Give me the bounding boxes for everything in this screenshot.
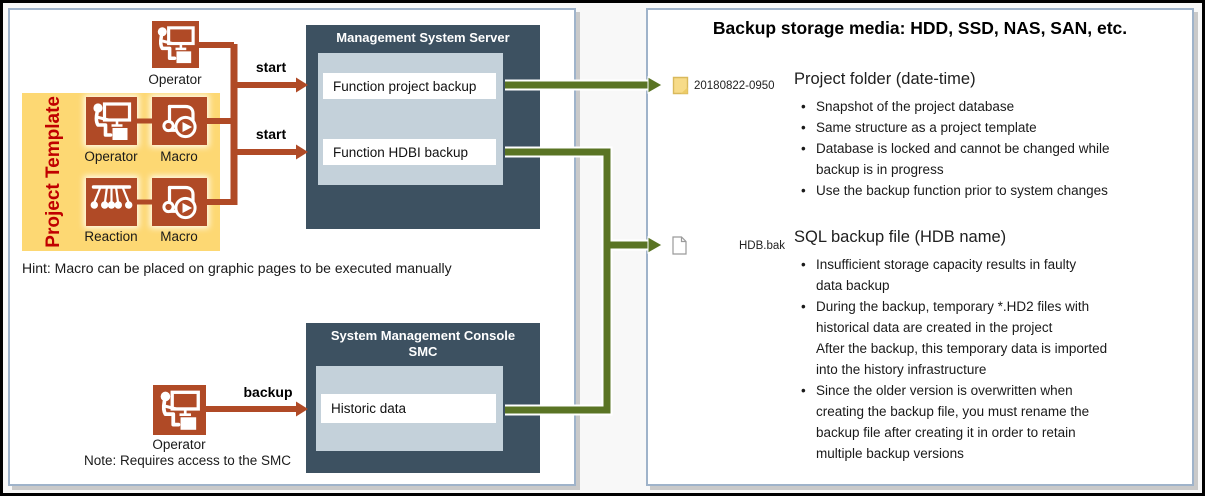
bullet-item: Since the older version is overwritten w… bbox=[797, 380, 1193, 464]
smc-box: System Management Console SMC Historic d… bbox=[306, 323, 540, 473]
bullet-item: Snapshot of the project database bbox=[797, 96, 1193, 117]
server-title: Management System Server bbox=[336, 30, 510, 45]
template-macro2-label: Macro bbox=[160, 229, 198, 244]
smc-access-note: Note: Requires access to the SMC bbox=[83, 453, 292, 468]
bullet-item: Insufficient storage capacity results in… bbox=[797, 254, 1193, 296]
macro-icon bbox=[152, 97, 207, 145]
reaction-icon bbox=[86, 178, 137, 226]
backup-file-name-label: HDB.bak bbox=[739, 240, 786, 252]
diagram-panel: Operator start start Project Template Op… bbox=[8, 8, 576, 486]
start-label-2: start bbox=[255, 126, 287, 142]
sql-backup-bullets: Insufficient storage capacity results in… bbox=[797, 254, 1193, 464]
template-macro-label: Macro bbox=[160, 149, 198, 164]
info-panel: Backup storage media: HDD, SSD, NAS, SAN… bbox=[646, 8, 1194, 486]
bullet-item: Use the backup function prior to system … bbox=[797, 180, 1193, 201]
operator-icon bbox=[152, 21, 199, 68]
info-panel-title: Backup storage media: HDD, SSD, NAS, SAN… bbox=[712, 18, 1128, 38]
operator-icon bbox=[86, 97, 137, 145]
bullet-item: Same structure as a project template bbox=[797, 117, 1193, 138]
project-folder-bullets: Snapshot of the project database Same st… bbox=[797, 96, 1193, 201]
hint-text: Hint: Macro can be placed on graphic pag… bbox=[22, 260, 452, 276]
management-system-server-box: Management System Server Function projec… bbox=[306, 25, 540, 229]
folder-name-label: 20180822-0950 bbox=[694, 80, 775, 92]
historic-data-box: Historic data bbox=[321, 394, 496, 423]
project-folder-heading: Project folder (date-time) bbox=[794, 70, 976, 88]
sql-backup-heading: SQL backup file (HDB name) bbox=[794, 228, 1007, 246]
smc-title-line2: SMC bbox=[408, 344, 438, 359]
macro-icon bbox=[152, 178, 207, 226]
folder-icon bbox=[672, 76, 689, 95]
project-template-title: Project Template bbox=[43, 96, 64, 248]
operator-icon bbox=[153, 385, 206, 435]
start-label-1: start bbox=[255, 59, 287, 75]
function-hdbi-backup-box: Function HDBI backup bbox=[323, 139, 496, 165]
file-icon bbox=[672, 236, 687, 255]
bullet-item: During the backup, temporary *.HD2 files… bbox=[797, 296, 1193, 380]
operator-label: Operator bbox=[148, 72, 202, 87]
function-project-backup-box: Function project backup bbox=[323, 73, 496, 99]
template-operator-label: Operator bbox=[84, 149, 138, 164]
template-reaction-label: Reaction bbox=[84, 229, 138, 244]
operator-label: Operator bbox=[152, 437, 206, 452]
bullet-item: Database is locked and cannot be changed… bbox=[797, 138, 1193, 180]
smc-title-line1: System Management Console bbox=[330, 328, 516, 343]
backup-label: backup bbox=[243, 384, 293, 400]
